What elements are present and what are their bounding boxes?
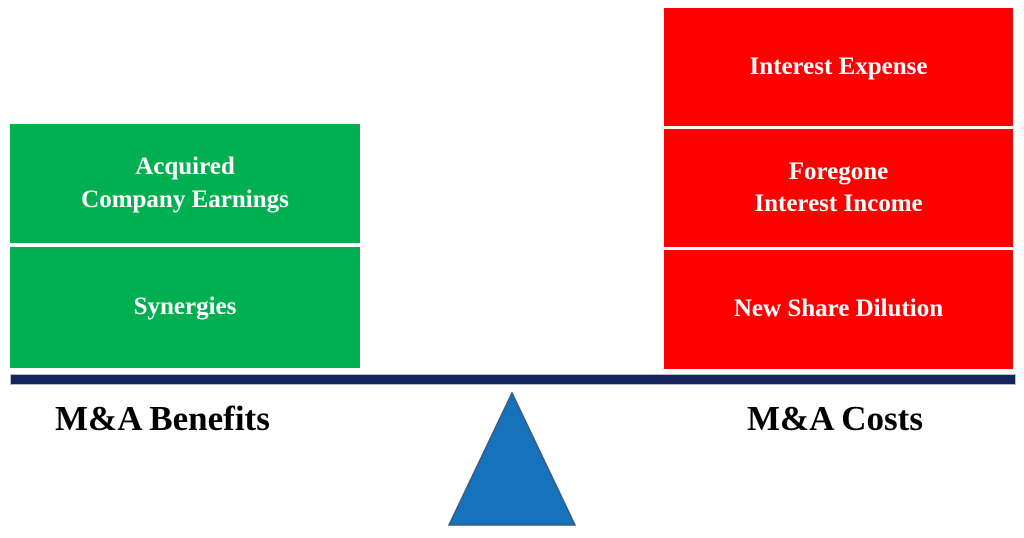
cost-box-label: New Share Dilution xyxy=(733,295,944,323)
cost-box-interest-expense: Interest Expense xyxy=(664,8,1013,126)
benefit-box-synergies: Synergies xyxy=(10,247,360,368)
benefit-box-label: Acquired Company Earnings xyxy=(81,153,289,213)
cost-box-new-share-dilution: New Share Dilution xyxy=(664,250,1013,369)
benefit-box-acquired-company-earnings: Acquired Company Earnings xyxy=(10,124,360,243)
cost-box-label: Interest Expense xyxy=(749,52,928,80)
benefits-label: M&A Benefits xyxy=(55,399,270,438)
cost-box-label: Foregone Interest Income xyxy=(754,157,923,218)
cost-box-foregone-interest-income: Foregone Interest Income xyxy=(664,129,1013,247)
fulcrum-triangle-icon xyxy=(447,391,577,526)
balance-beam xyxy=(10,374,1016,385)
triangle-up-shape xyxy=(447,391,577,526)
costs-label: M&A Costs xyxy=(747,399,923,438)
benefit-box-label: Synergies xyxy=(133,293,237,321)
